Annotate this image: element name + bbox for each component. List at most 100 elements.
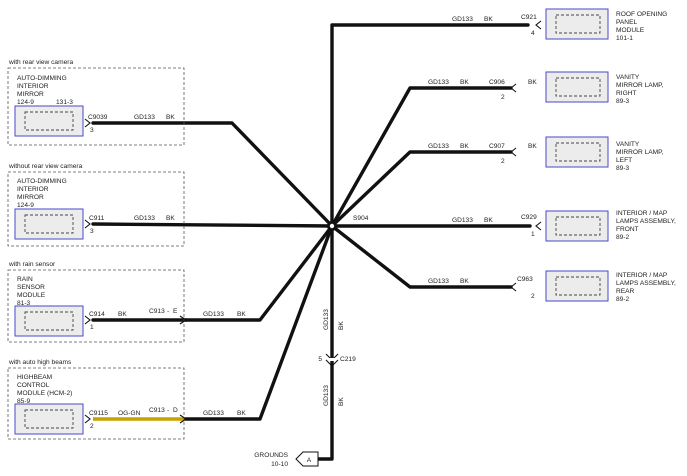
component-interior-map-lamps-front: GD133 BK C929 1 INTERIOR / MAP LAMPS ASS… — [452, 210, 676, 242]
connector-pin: 4 — [531, 30, 535, 37]
connector-pin: 2 — [501, 158, 505, 165]
component-name-line: REAR — [616, 288, 635, 295]
connector-label: C929 — [521, 214, 537, 221]
component-name-line: MIRROR — [17, 91, 44, 98]
group-dashed-border — [7, 67, 185, 146]
component-box[interactable] — [545, 8, 609, 40]
component-name-line: CONTROL — [17, 382, 50, 389]
component-inner-dashed — [555, 77, 601, 97]
component-vanity-mirror-lamp-left: GD133 BK C907 2 BK VANITY MIRROR LAMP, L… — [428, 136, 664, 172]
group-condition: with rear view camera — [8, 59, 73, 66]
connector-arrow-icon — [535, 20, 542, 30]
component-box[interactable] — [545, 136, 609, 168]
component-name-line: INTERIOR — [17, 186, 49, 193]
component-name-line: MODULE — [17, 292, 46, 299]
component-page-ref[interactable]: 89-2 — [616, 234, 630, 241]
connector-pin: 2 — [501, 94, 505, 101]
component-box[interactable] — [14, 105, 84, 137]
wire-mirror-without-camera — [91, 222, 334, 228]
component-page-ref[interactable]: 85-9 — [17, 398, 31, 405]
wire-color-label: BK — [460, 79, 469, 86]
component-box[interactable] — [14, 403, 84, 435]
connector-arrow-icon — [535, 221, 542, 231]
component-interior-map-lamps-rear: GD133 BK C963 2 INTERIOR / MAP LAMPS ASS… — [428, 270, 676, 303]
component-name-line: MIRROR LAMP, — [616, 149, 664, 156]
wire-vanity-left — [330, 150, 513, 228]
component-page-ref[interactable]: 124-9 — [17, 99, 34, 106]
circuit-label: GD133 — [428, 79, 449, 86]
component-inner-dashed — [24, 111, 74, 131]
component-name-line: INTERIOR — [17, 83, 49, 90]
ground-reference[interactable]: GROUNDS 10-10 A — [254, 451, 319, 468]
connector-arrow-icon — [84, 315, 91, 325]
component-name-line: INTERIOR / MAP — [616, 210, 668, 217]
connector-pin: 3 — [90, 228, 94, 235]
group-condition: with rain sensor — [8, 261, 56, 268]
component-page-ref[interactable]: 81-3 — [17, 300, 31, 307]
component-name-line: VANITY — [616, 141, 640, 148]
connector-arrow-icon — [84, 414, 91, 424]
component-name-line: RAIN — [17, 276, 33, 283]
group-mirror-with-camera: with rear view camera AUTO-DIMMING INTER… — [7, 59, 185, 146]
component-box[interactable] — [545, 270, 609, 302]
component-box[interactable] — [545, 71, 609, 103]
connector-pin: 1 — [531, 231, 535, 238]
wire-highbeam-to-splice — [184, 224, 334, 421]
splice-label: S904 — [353, 215, 369, 222]
wire-color-label: BK — [528, 143, 537, 150]
component-name-line: MODULE — [616, 27, 645, 34]
c219-label: C219 — [340, 356, 356, 363]
circuit-label: GD133 — [203, 410, 224, 417]
vertical-lower-circuit: GD133 — [323, 385, 330, 406]
group-highbeam-module: with auto high beams HIGHBEAM CONTROL MO… — [7, 359, 246, 440]
component-inner-dashed — [555, 276, 601, 296]
component-page-ref[interactable]: 89-3 — [616, 165, 630, 172]
component-inner-dashed — [555, 142, 601, 162]
component-page-ref[interactable]: 89-2 — [616, 296, 630, 303]
circuit-label: GD133 — [452, 16, 473, 23]
component-vanity-mirror-lamp-right: GD133 BK C906 2 BK VANITY MIRROR LAMP, R… — [428, 71, 664, 105]
group-dashed-border — [7, 367, 185, 440]
wire-color-label: BK — [166, 114, 175, 121]
ground-ref: 10-10 — [271, 461, 288, 468]
component-name-line: VANITY — [616, 74, 640, 81]
inline-connector-pin: D — [173, 407, 178, 414]
vertical-upper-color: BK — [338, 321, 345, 330]
component-name-line: PANEL — [616, 19, 637, 26]
component-inner-dashed — [24, 214, 74, 234]
ground-label: GROUNDS — [254, 452, 288, 459]
ground-tag: A — [307, 457, 312, 464]
group-mirror-without-camera: without rear view camera AUTO-DIMMING IN… — [7, 163, 185, 247]
component-page-ref[interactable]: 89-3 — [616, 98, 630, 105]
splice-s904: S904 — [327, 215, 369, 231]
component-box[interactable] — [14, 305, 84, 337]
connector-arrow-icon — [84, 219, 91, 229]
connector-label: C921 — [521, 14, 537, 21]
component-name-line: ROOF OPENING — [616, 11, 667, 18]
connector-label: C907 — [489, 143, 505, 150]
component-page-ref[interactable]: 124-9 — [17, 202, 34, 209]
component-name-line: MODULE (HCM-2) — [17, 390, 72, 397]
component-page-ref[interactable]: 131-3 — [56, 99, 73, 106]
group-rain-sensor: with rain sensor RAIN SENSOR MODULE 81-3… — [7, 261, 246, 343]
circuit-label: GD133 — [134, 114, 155, 121]
inline-connector-label: C913 — [149, 407, 165, 414]
component-name-line: HIGHBEAM — [17, 374, 52, 381]
wire-mirror-with-camera — [91, 121, 334, 228]
group-condition: with auto high beams — [8, 359, 72, 366]
connector-label: C906 — [489, 79, 505, 86]
connector-pin: 3 — [90, 127, 94, 134]
connector-label: C911 — [89, 215, 105, 222]
wire-color-label: OG-GN — [118, 410, 141, 417]
wire-color-label: BK — [484, 16, 493, 23]
component-box[interactable] — [545, 210, 609, 242]
connector-pin: 1 — [90, 324, 94, 331]
group-dashed-border — [7, 269, 185, 343]
connector-label: C9039 — [88, 114, 108, 121]
component-box[interactable] — [14, 208, 84, 240]
connector-arrow-icon — [510, 83, 517, 93]
component-page-ref[interactable]: 101-1 — [616, 35, 633, 42]
wire-color-label: BK — [166, 215, 175, 222]
component-name-line: AUTO-DIMMING — [17, 178, 67, 185]
wire-color-label: BK — [460, 143, 469, 150]
